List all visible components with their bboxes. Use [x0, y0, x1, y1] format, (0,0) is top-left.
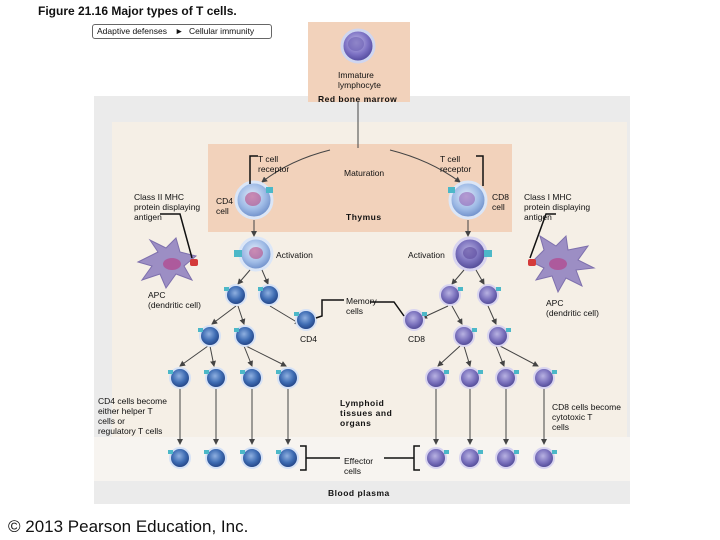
cd8-receptors [422, 287, 557, 454]
breadcrumb-adaptive-defenses: Adaptive defenses [97, 26, 167, 36]
cd8-lineage [421, 269, 547, 445]
cd4-cell-thymus [234, 180, 274, 220]
figure-title: Figure 21.16 Major types of T cells. [38, 4, 237, 18]
immature-lymphocyte-cell [340, 28, 376, 64]
class-i-mhc-pointer [529, 213, 556, 259]
label-cd8: CD8 [408, 334, 426, 344]
breadcrumb-cellular-immunity: Cellular immunity [189, 26, 255, 36]
label-blood-plasma: Blood plasma [328, 488, 390, 498]
label-thymus: Thymus [346, 212, 382, 222]
cd8-cell-thymus [448, 180, 488, 220]
cd4-receptors [168, 287, 299, 454]
label-activation-left: Activation [276, 250, 313, 260]
label-activation-right: Activation [408, 250, 445, 260]
cd4-cell-activated [234, 236, 274, 272]
cd4-cells [169, 284, 317, 469]
cd4-lineage [177, 269, 301, 445]
t-cell-receptor-pointer-left [249, 155, 258, 184]
memory-cells-pointer [315, 299, 344, 319]
label-maturation: Maturation [344, 168, 385, 178]
apc-dendritic-cell-right [528, 234, 596, 294]
cd8-cells [403, 284, 555, 469]
label-cd4-become: CD4 cells become either helper T cells o… [98, 396, 167, 436]
arrow-right-icon: ► [175, 26, 184, 36]
label-red-bone-marrow: Red bone marrow [318, 94, 398, 104]
apc-dendritic-cell-left [136, 237, 198, 290]
label-apc-left: APC(dendritic cell) [148, 290, 201, 310]
t-cell-receptor-pointer-right [476, 155, 484, 186]
cd8-cell-activated [452, 236, 492, 272]
memory-cells-pointer-right [370, 301, 405, 317]
label-cd8-become: CD8 cells become cytotoxic T cells [552, 402, 621, 432]
maturation-arrow-right [389, 149, 461, 183]
label-apc-right: APC(dendritic cell) [546, 298, 599, 318]
breadcrumb: Adaptive defenses ► Cellular immunity [92, 24, 272, 39]
copyright-notice: © 2013 Pearson Education, Inc. [8, 517, 249, 536]
label-cd4: CD4 [300, 334, 318, 344]
maturation-arrow-left [261, 149, 331, 183]
class-ii-mhc-pointer [160, 213, 193, 259]
